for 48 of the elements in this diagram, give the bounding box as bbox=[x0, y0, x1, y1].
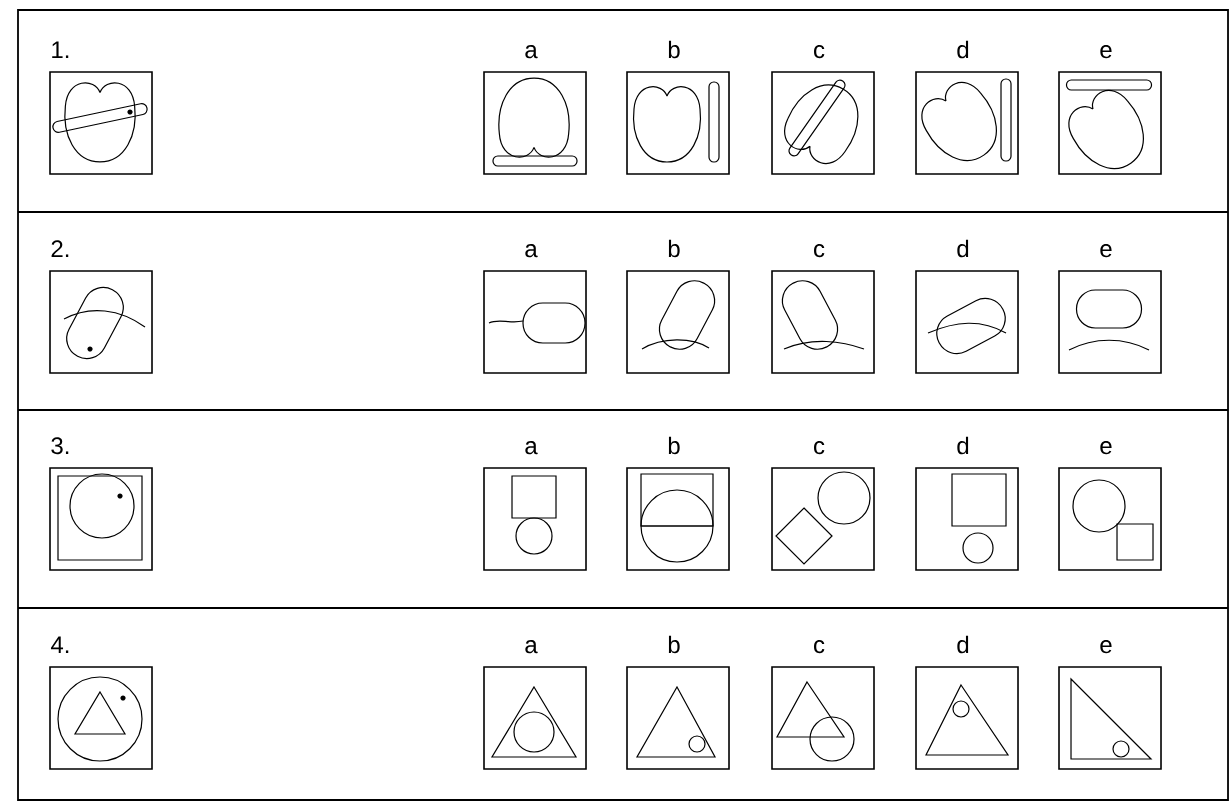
option-letter: b bbox=[668, 40, 680, 59]
figure-box bbox=[771, 467, 875, 571]
option-letter: c bbox=[814, 640, 825, 654]
option-letter: e bbox=[1100, 640, 1112, 654]
option-letter: b bbox=[668, 239, 680, 258]
option-letter: e bbox=[1100, 244, 1112, 258]
option-letter: a bbox=[525, 45, 538, 59]
figure-box bbox=[49, 467, 153, 571]
figure-box bbox=[1058, 467, 1162, 571]
figure-box bbox=[483, 666, 587, 770]
figure-box bbox=[49, 71, 153, 175]
figure-box bbox=[915, 666, 1019, 770]
figure-box bbox=[771, 666, 875, 770]
option-letter: d bbox=[957, 239, 969, 258]
option-letter: d bbox=[957, 40, 969, 59]
figure-box bbox=[1058, 666, 1162, 770]
figure-box bbox=[915, 270, 1019, 374]
item-number: 2. bbox=[51, 240, 69, 257]
figure-box bbox=[626, 270, 730, 374]
item-number: 1. bbox=[52, 41, 69, 58]
item-number: 4. bbox=[50, 636, 69, 653]
option-letter: a bbox=[525, 244, 538, 258]
option-letter: b bbox=[668, 635, 680, 654]
option-letter: e bbox=[1100, 45, 1112, 59]
figure-box bbox=[771, 71, 875, 175]
figure-box bbox=[1058, 71, 1162, 175]
figure-box bbox=[626, 467, 730, 571]
figure-box bbox=[483, 270, 587, 374]
figure-box bbox=[49, 270, 153, 374]
item-number: 3. bbox=[51, 437, 69, 455]
option-letter: d bbox=[957, 436, 969, 455]
figure-box bbox=[49, 666, 153, 770]
figure-box bbox=[483, 71, 587, 175]
figure-box bbox=[626, 71, 730, 175]
option-letter: e bbox=[1100, 441, 1112, 455]
figure-box bbox=[483, 467, 587, 571]
figure-box bbox=[626, 666, 730, 770]
option-letter: a bbox=[525, 640, 538, 654]
option-letter: c bbox=[814, 244, 825, 258]
figure-box bbox=[915, 467, 1019, 571]
figure-box bbox=[771, 270, 875, 374]
figure-box bbox=[915, 71, 1019, 175]
figure-box bbox=[1058, 270, 1162, 374]
option-letter: a bbox=[525, 441, 538, 455]
option-letter: c bbox=[814, 45, 825, 59]
option-letter: c bbox=[814, 441, 825, 455]
option-letter: d bbox=[957, 635, 969, 654]
option-letter: b bbox=[668, 436, 680, 455]
